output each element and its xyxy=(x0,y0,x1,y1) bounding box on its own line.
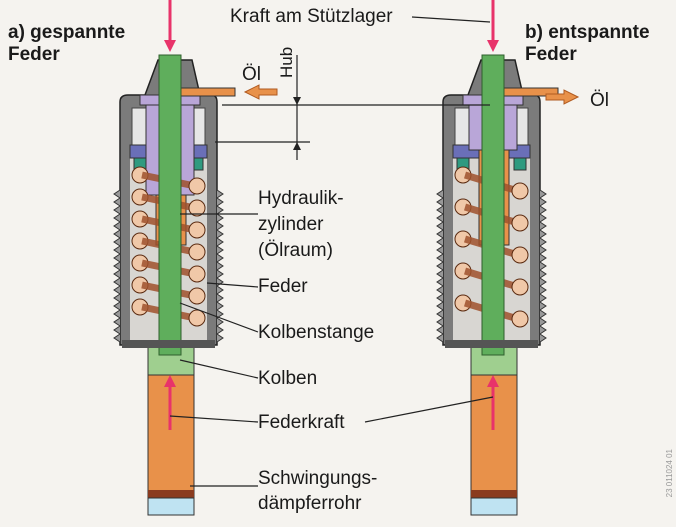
right-spring-coil xyxy=(511,246,529,264)
label-federkraft: Federkraft xyxy=(258,412,345,433)
label-rohr: Schwingungs-dämpferrohr xyxy=(258,468,378,514)
right-spring-coil xyxy=(511,182,529,200)
leader-kolbenstange xyxy=(179,302,259,333)
right-tube-band xyxy=(471,490,517,498)
right-piston xyxy=(470,344,518,376)
left-spring-coil xyxy=(188,199,206,217)
left-spring-coil xyxy=(188,243,206,261)
right-spring-coil xyxy=(511,310,529,328)
left-tube-end xyxy=(147,497,195,516)
label-oel-right: Öl xyxy=(590,90,609,111)
label-hydraulikzylinder: Hydraulik-zylinder(Ölraum) xyxy=(258,188,344,261)
leader-federkraft-right xyxy=(364,396,494,423)
figure-code: 23 011024 01 xyxy=(665,448,674,497)
oil-out-arrow xyxy=(545,89,580,105)
right-tube-end xyxy=(470,497,518,516)
label-kraft: Kraft am Stützlager xyxy=(230,6,393,27)
hub-arrow-bottom xyxy=(293,142,301,150)
left-spring-coil xyxy=(188,177,206,195)
label-kolben: Kolben xyxy=(258,368,318,389)
left-tube-band xyxy=(148,490,194,498)
right-force-arrow-head xyxy=(487,40,499,52)
label-oel-left: Öl xyxy=(242,64,261,85)
right-spring-force-arrow-head xyxy=(487,375,499,387)
left-piston-rod xyxy=(158,54,182,356)
left-spring-force-arrow-head xyxy=(164,375,176,387)
leader-kraft xyxy=(411,16,491,23)
left-oil-duct xyxy=(179,87,236,97)
right-housing-base xyxy=(445,340,538,348)
hub-arrow-top xyxy=(293,97,301,105)
left-thread xyxy=(113,189,224,343)
right-piston-rod xyxy=(481,54,505,356)
leader-federkraft-left xyxy=(169,415,259,423)
label-feder: Feder xyxy=(258,276,308,297)
right-spring-coil xyxy=(511,278,529,296)
leader-kolben xyxy=(179,359,259,379)
left-force-arrow-head xyxy=(164,40,176,52)
left-housing-base xyxy=(122,340,215,348)
oil-in-arrow xyxy=(243,84,278,100)
left-spring-coil xyxy=(188,309,206,327)
left-spring-coil xyxy=(188,265,206,283)
label-hub: Hub xyxy=(277,46,296,78)
leader-feder xyxy=(206,282,259,288)
right-spring-coil xyxy=(511,214,529,232)
right-thread xyxy=(436,189,547,343)
left-spring-coil xyxy=(188,221,206,239)
label-kolbenstange: Kolbenstange xyxy=(258,322,375,343)
right-seal-right xyxy=(513,157,527,171)
left-spring-coil xyxy=(188,287,206,305)
